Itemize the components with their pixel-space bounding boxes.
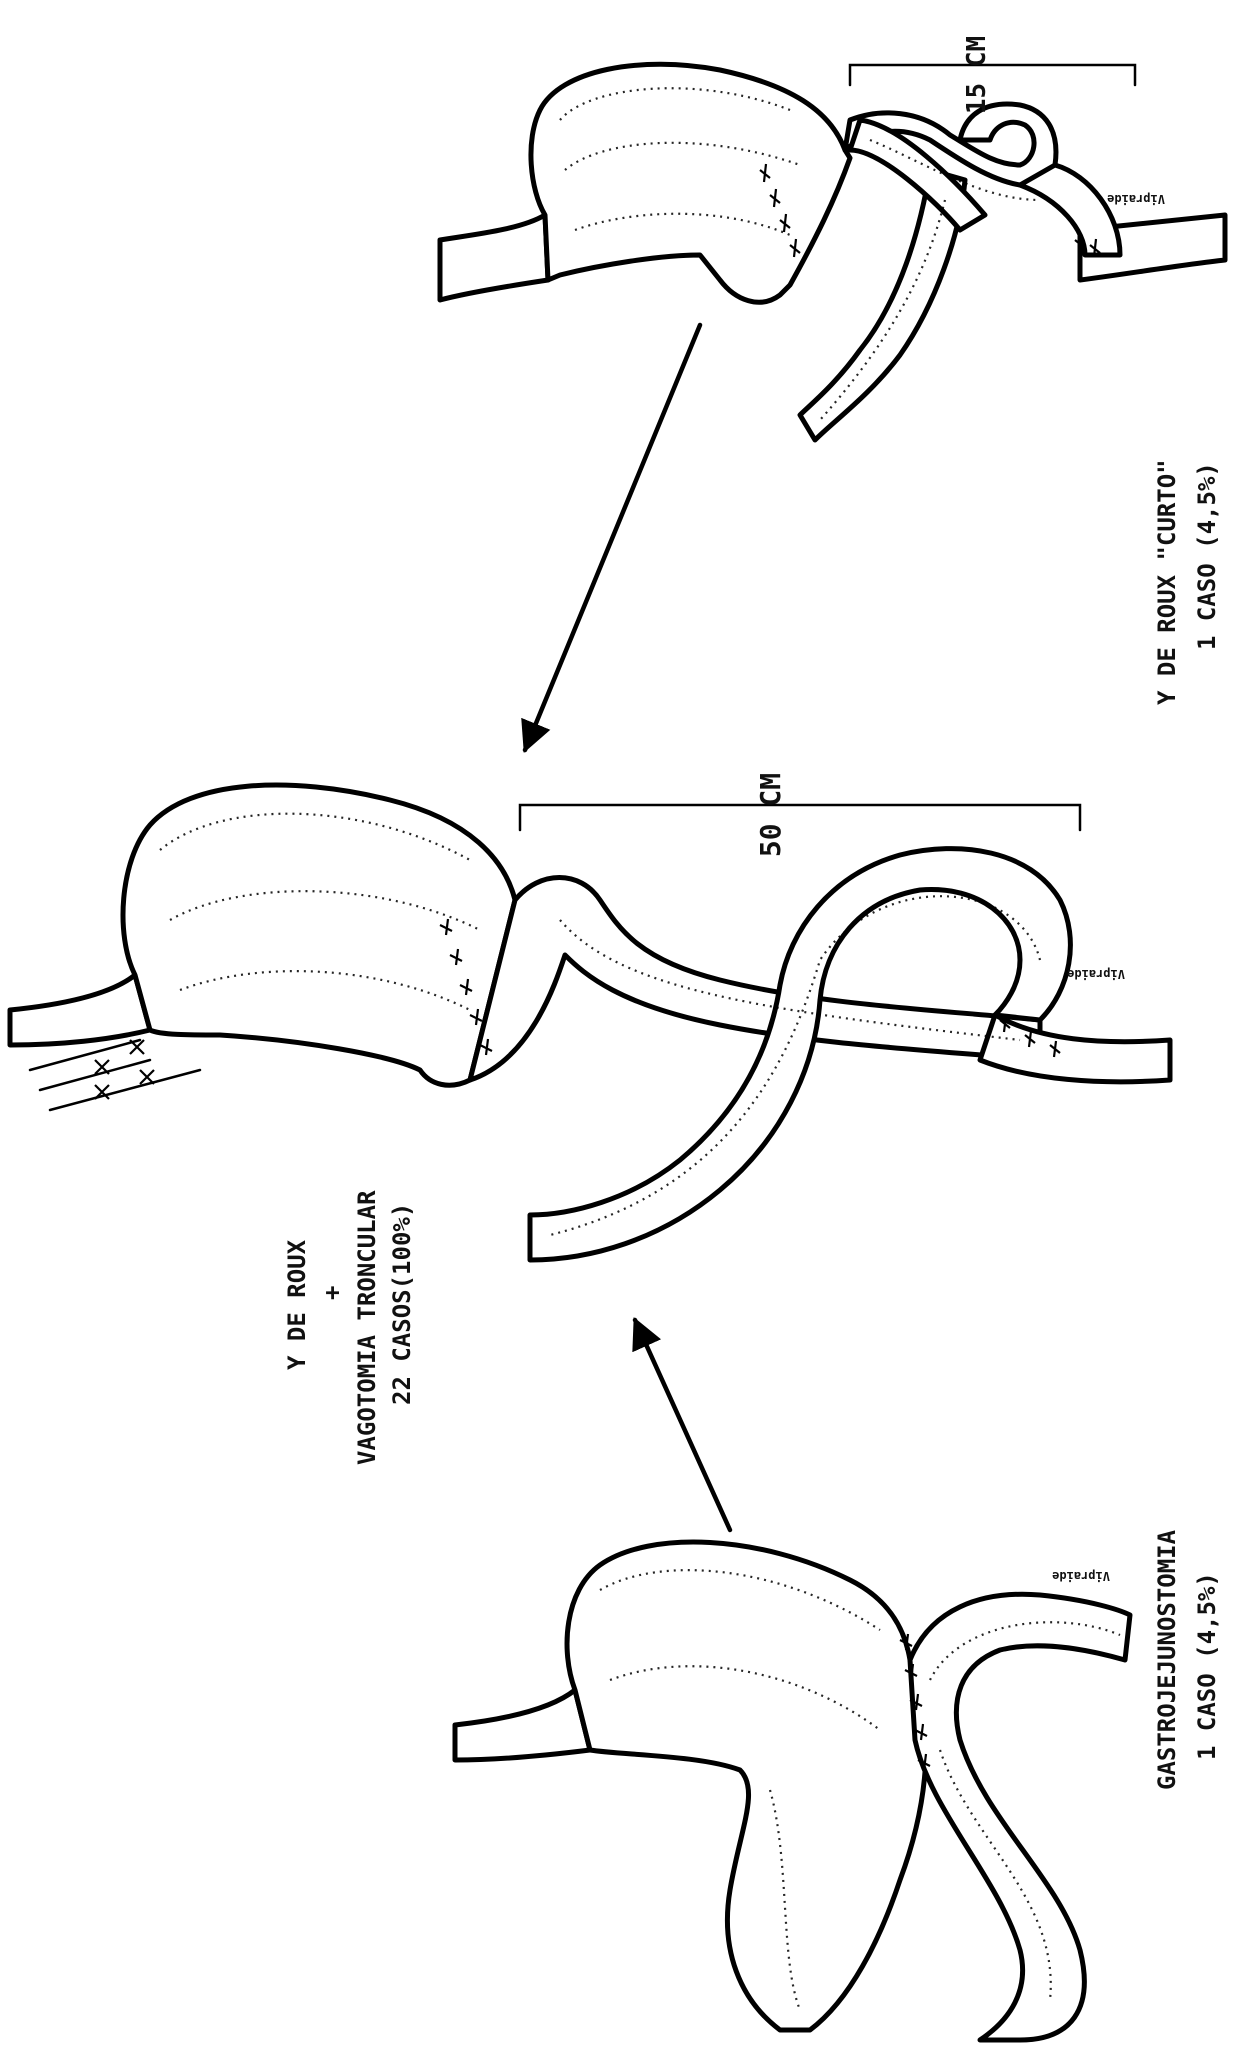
- esophagus-top: [440, 215, 548, 300]
- signature-center: Vipraide: [1067, 967, 1125, 981]
- short-roux-drawing: [440, 64, 1225, 440]
- caption-top-line1: Y DE ROUX "CURTO": [1153, 459, 1181, 705]
- stomach-center: [123, 785, 515, 1085]
- measure-bracket-top: [850, 65, 1135, 85]
- arrow-bottom-to-center: [635, 1320, 730, 1530]
- vagus-nerve-lines: [30, 1040, 200, 1110]
- signature-top: Vipraide: [1107, 192, 1165, 206]
- caption-center-line2: +: [318, 1286, 346, 1300]
- roux-vagotomy-drawing: [10, 785, 1170, 1260]
- stomach-top: [531, 64, 850, 302]
- caption-center-line3: VAGOTOMIA TRONCULAR: [353, 1190, 381, 1465]
- esophagus-bottom: [455, 1690, 590, 1760]
- measure-label-top: 15 CM: [962, 36, 992, 114]
- roux-limb-center: [470, 878, 1040, 1081]
- stomach-bottom: [567, 1542, 926, 2030]
- caption-center-line4: 22 CASOS(100%): [388, 1203, 416, 1405]
- measure-label-center: 50 CM: [754, 773, 787, 857]
- signature-bottom: Vipraide: [1052, 1569, 1110, 1583]
- gastrojejunostomy-drawing: [455, 1542, 1130, 2040]
- esophagus-center: [10, 975, 150, 1045]
- caption-bottom-line2: 1 CASO (4,5%): [1193, 1572, 1221, 1760]
- measure-bracket-center: [520, 805, 1080, 830]
- biliary-limb-top: [1020, 165, 1120, 255]
- caption-top-line2: 1 CASO (4,5%): [1193, 462, 1221, 650]
- arrow-top-to-center: [525, 325, 700, 750]
- duodenum-center: [980, 1015, 1170, 1082]
- caption-bottom-line1: GASTROJEJUNOSTOMIA: [1153, 1529, 1181, 1790]
- caption-center-line1: Y DE ROUX: [283, 1239, 311, 1370]
